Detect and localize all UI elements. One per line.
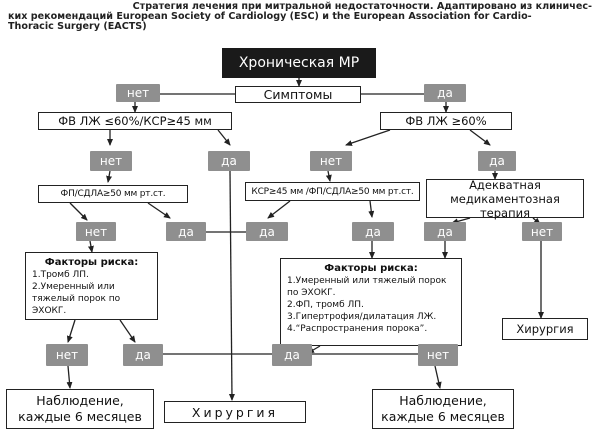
- arrow-no-af-left: [106, 170, 113, 183]
- figure-caption: Стратегия лечения при митральной недоста…: [8, 2, 592, 32]
- risk-right-item: 1.Умеренный или тяжелый порок по ЭХОКГ.: [287, 276, 447, 298]
- observe-right-node: Наблюдение, каждые 6 месяцев: [372, 389, 514, 429]
- risk-factors-right: Факторы риска: 1.Умеренный или тяжелый п…: [280, 258, 462, 346]
- arrow-af-no: [69, 202, 88, 221]
- ksr-mid-node: КСР≥45 мм /ФП/СДЛА≥50 мм рт.ст.: [245, 182, 420, 201]
- arrow-risk-left-yes: [119, 319, 136, 343]
- arrow-no-ksr: [325, 170, 332, 182]
- caption-line-1: Стратегия лечения при митральной недоста…: [132, 1, 592, 12]
- surgery-right-node: Хирургия: [502, 318, 588, 340]
- risk-left-item: 2.Умеренный или тяжелый порок по ЭХОКГ.: [32, 282, 121, 316]
- left-criterion-node: ФВ ЛЖ ≤60%/КСР≥45 мм: [38, 112, 232, 130]
- risk-left-yes-label: да: [123, 344, 163, 366]
- ksr-yes-left-label: да: [246, 222, 288, 241]
- arrow-risk-left-no: [66, 319, 76, 343]
- arrow-ksr-yes-right: [368, 200, 375, 218]
- therapy-yes-label: да: [424, 222, 466, 241]
- af-yes-label: да: [166, 222, 206, 241]
- risk-right-item: 4.“Распространения порока”.: [287, 324, 428, 334]
- arrow-af-yes: [147, 202, 171, 219]
- observe-left-node: Наблюдение, каждые 6 месяцев: [6, 389, 154, 429]
- arrow-yes-surgery-bottom: [228, 170, 235, 401]
- surgery-bottom-node: Хирургия: [164, 401, 306, 423]
- symptoms-node: Симптомы: [235, 86, 361, 103]
- arrow-af-no-risk: [87, 240, 94, 253]
- risk-right-item: 3.Гипертрофия/дилатация ЛЖ.: [287, 312, 437, 322]
- risk-right-yes-label: да: [272, 344, 312, 366]
- left-criterion-no-label: нет: [90, 151, 132, 171]
- af-no-label: нет: [76, 222, 116, 241]
- arrow-ksr-yes-left: [267, 200, 291, 219]
- caption-line-2: ких рекомендаций European Society of Car…: [8, 11, 532, 22]
- risk-right-item: 2.ФП, тромб ЛП.: [287, 300, 364, 310]
- risk-left-title: Факторы риска:: [44, 257, 139, 268]
- symptoms-no-label: нет: [116, 84, 160, 102]
- symptoms-yes-label: да: [424, 84, 466, 102]
- ksr-yes-right-label: да: [352, 222, 394, 241]
- risk-right-no-label: нет: [418, 344, 458, 366]
- arrow-left-criterion-yes: [217, 129, 231, 146]
- risk-factors-left: Факторы риска: 1.Тромб ЛП. 2.Умеренный и…: [25, 252, 158, 320]
- root-node: Хроническая МР: [222, 48, 376, 78]
- right-criterion-no-label: нет: [310, 151, 352, 171]
- arrow-no-observe-right: [434, 365, 442, 389]
- adequate-therapy-node: Адекватная медикаментозная терапия: [426, 178, 584, 220]
- af-left-node: ФП/СДЛА≥50 мм рт.ст.: [38, 185, 188, 203]
- right-criterion-yes-label: да: [478, 151, 516, 171]
- arrow-right-criterion-yes: [469, 129, 491, 146]
- right-criterion-node: ФВ ЛЖ ≥60%: [380, 112, 512, 130]
- caption-line-3: Thoracic Surgery (EACTS): [8, 21, 147, 32]
- therapy-no-label: нет: [522, 222, 562, 241]
- risk-left-no-label: нет: [46, 344, 88, 366]
- left-criterion-yes-label: да: [208, 151, 250, 171]
- arrow-right-criterion-no: [345, 129, 391, 146]
- risk-right-title: Факторы риска:: [324, 263, 418, 274]
- risk-left-item: 1.Тромб ЛП.: [32, 270, 89, 280]
- arrow-no-observe-left: [66, 365, 73, 389]
